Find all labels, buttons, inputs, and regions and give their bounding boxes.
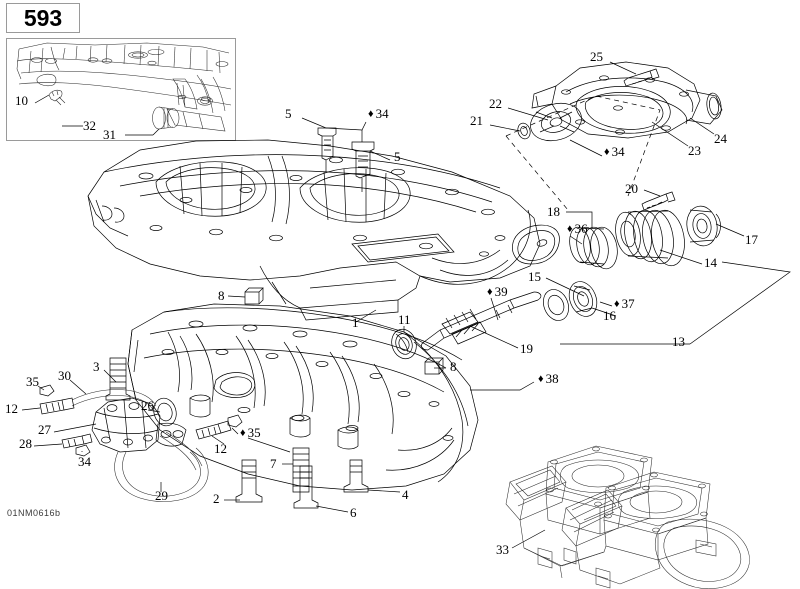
callout-1: 1 [352,315,359,330]
callout-20: 20 [625,181,638,196]
callout-33: 33 [496,542,509,557]
bolt-6 [293,465,319,509]
callout-8-lower: 8 [450,359,457,374]
callout-19: 19 [520,341,533,356]
callout-21: 21 [470,113,483,128]
inset-callout-32: 32 [83,118,96,133]
callout-34-c: 34 [78,454,91,469]
callout-35-a: 35 [26,374,39,389]
callout-5-right: 5 [394,149,401,164]
callout-34-b: 34 [604,145,625,159]
callout-22: 22 [489,96,502,111]
bolt-5-right [351,141,375,179]
bolt-3 [105,357,131,401]
callout-3: 3 [93,359,100,374]
dowel-8-lower [424,357,444,375]
impeller-22 [530,102,582,142]
callout-14: 14 [704,255,717,270]
callout-25: 25 [590,49,603,64]
callout-34-a: 34 [368,107,389,121]
inset-callout-31: 31 [103,127,116,141]
washer-16b [543,289,569,321]
seal-16 [568,281,598,317]
callout-13: 13 [672,334,685,349]
callout-18: 18 [547,204,560,219]
model-number-text: 593 [23,4,63,31]
callout-6: 6 [350,505,357,520]
crankcase-detail-inset: 10 32 31 9 [6,38,236,141]
callout-4: 4 [402,487,409,502]
inset-artwork [16,42,232,136]
callout-24: 24 [714,131,727,146]
bolt-5-left [317,127,337,161]
callout-2: 2 [213,491,220,506]
callout-12-b: 12 [214,441,227,456]
callout-12-a: 12 [5,401,18,416]
guide-15 [512,224,560,265]
inset-callout-10: 10 [15,93,28,108]
bolt-4 [343,459,369,493]
callout-35-b: 35 [240,426,261,440]
callout-27: 27 [38,422,51,437]
callout-16: 16 [603,308,616,323]
callout-39: 39 [487,285,508,299]
callout-26: 26 [141,398,154,413]
callout-30: 30 [58,368,71,383]
callout-28: 28 [19,436,32,451]
callout-36: 36 [567,222,588,236]
bolt-25 [623,68,660,87]
bolt-2 [235,459,263,503]
stud-7 [292,447,310,493]
callout-29: 29 [155,488,168,503]
callout-17: 17 [745,232,758,247]
seal-11 [391,328,417,360]
model-number-badge: 593 [6,3,80,33]
gear-stack-14 [615,209,685,267]
callout-23: 23 [688,143,701,158]
oring-21 [517,122,531,140]
callout-7: 7 [270,456,277,471]
callout-5-left: 5 [285,106,292,121]
callout-38: 38 [538,372,559,386]
bolt-20 [641,191,676,211]
callout-8-upper: 8 [218,288,225,303]
dowel-8-upper [244,287,264,305]
bearing-17 [686,205,721,247]
callout-11: 11 [398,312,411,327]
callout-37: 37 [614,297,635,311]
sheet-code-text: 01NM0616b [7,508,61,518]
callout-15: 15 [528,269,541,284]
